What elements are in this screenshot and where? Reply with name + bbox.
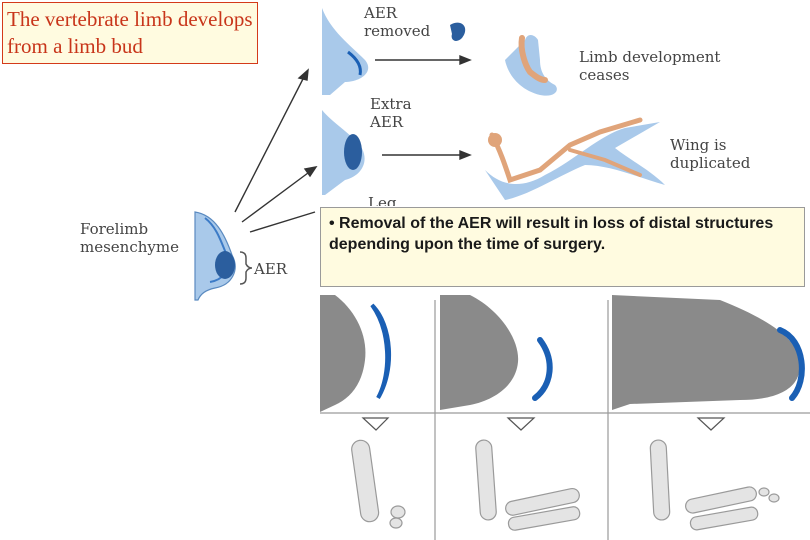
stage-panels bbox=[320, 295, 810, 540]
aer-cluster bbox=[215, 251, 235, 279]
aer-brace bbox=[239, 251, 253, 285]
label-limb-development-ceases: Limb development ceases bbox=[579, 48, 721, 84]
label-aer-removed: AER removed bbox=[364, 4, 431, 40]
label-forelimb-mesenchyme: Forelimb mesenchyme bbox=[80, 220, 179, 256]
bud-extra-aer bbox=[322, 110, 365, 195]
bud-aer-removed bbox=[322, 8, 466, 95]
slide-title: The vertebrate limb develops from a limb… bbox=[2, 2, 258, 64]
result-arrows bbox=[375, 54, 472, 161]
note-box: • Removal of the AER will result in loss… bbox=[320, 207, 805, 287]
label-wing-duplicated: Wing is duplicated bbox=[670, 136, 751, 172]
label-partial: Leg bbox=[368, 194, 397, 206]
duplicated-wing bbox=[485, 117, 665, 200]
truncated-limb bbox=[505, 35, 557, 96]
forelimb-bud bbox=[194, 211, 236, 301]
label-extra-aer: Extra AER bbox=[370, 95, 412, 131]
label-aer: AER bbox=[254, 260, 288, 278]
branch-arrows bbox=[234, 68, 318, 233]
